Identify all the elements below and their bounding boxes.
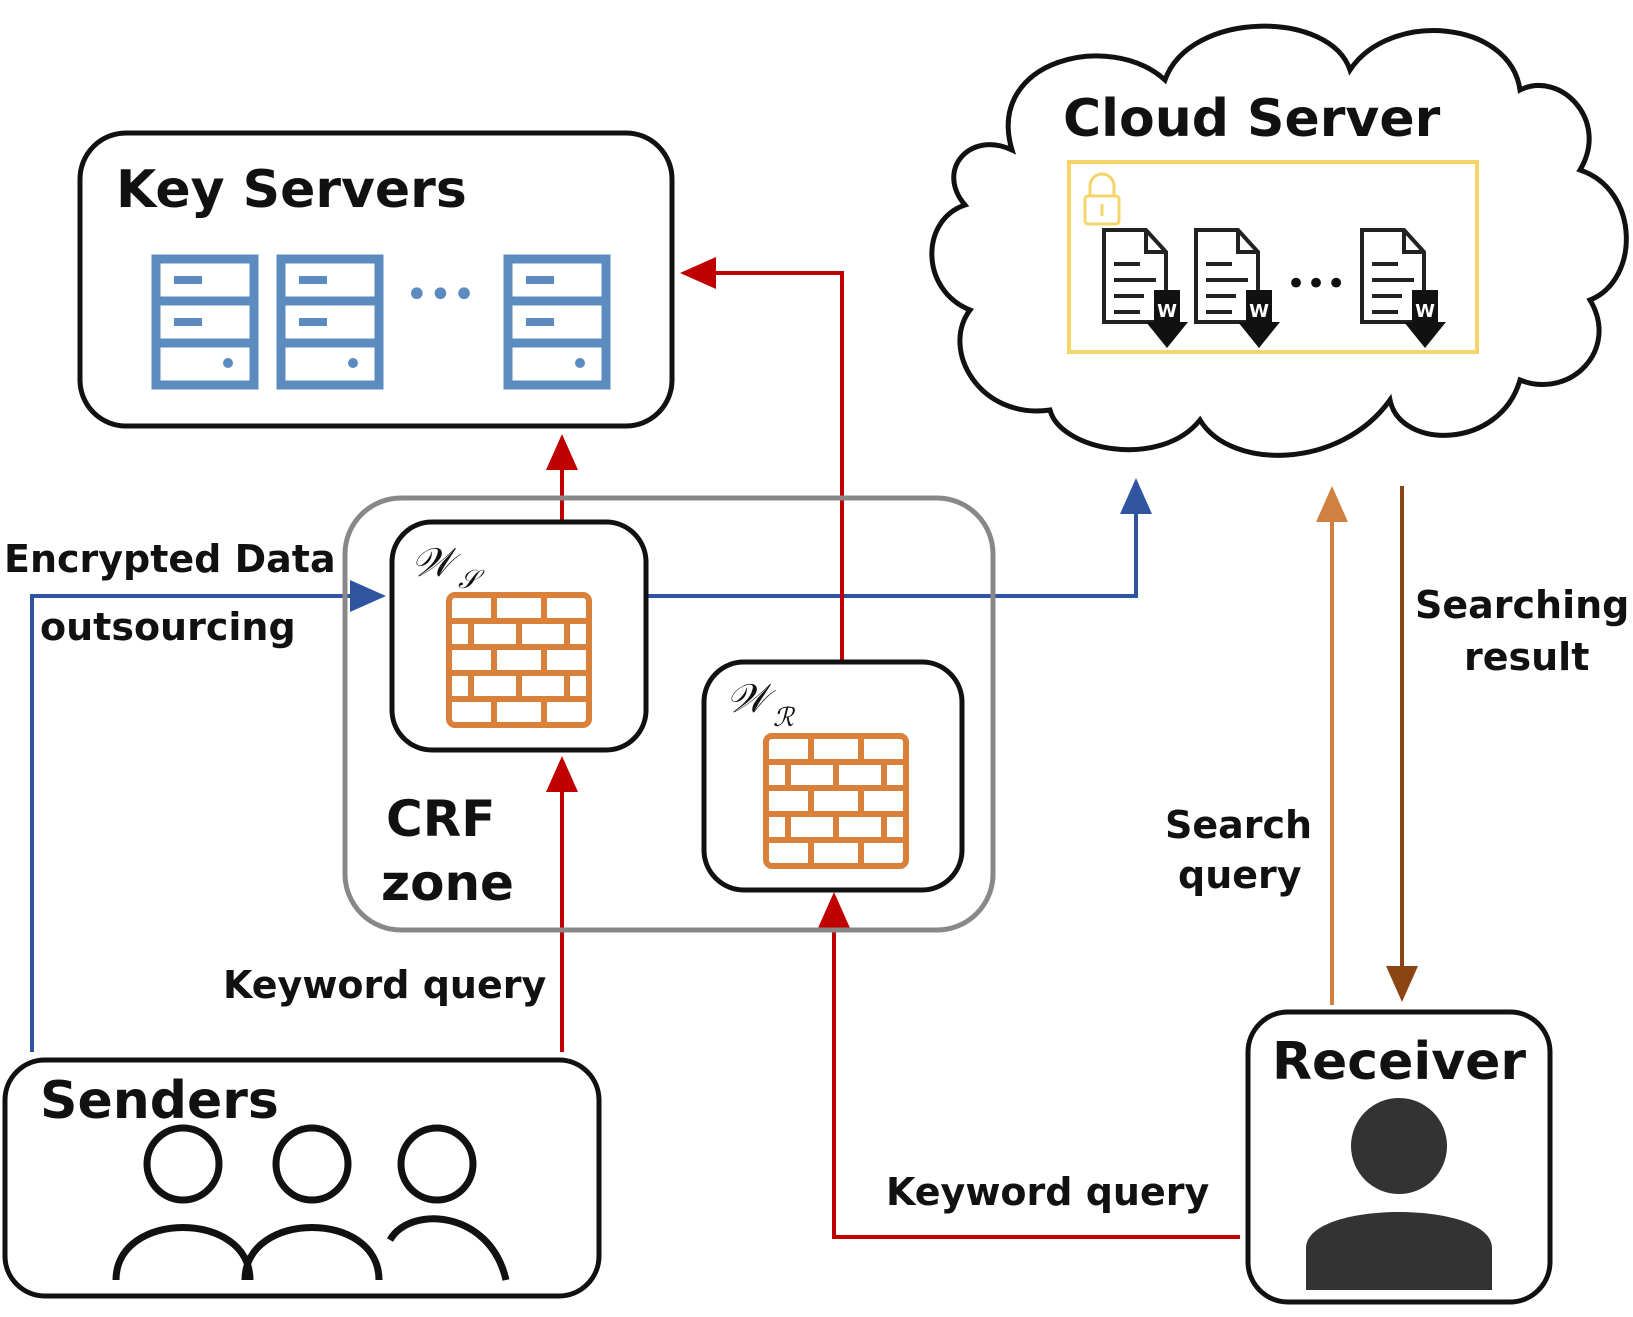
senders-node: Senders xyxy=(2,1057,602,1299)
doc-badge: W xyxy=(1249,301,1269,322)
arrow-wr-to-keyservers xyxy=(680,257,844,662)
key-servers-node: Key Servers ••• xyxy=(77,130,675,429)
document-icon: W xyxy=(1102,228,1190,350)
encrypted-data-label-line1: Encrypted Data xyxy=(4,537,336,581)
key-servers-title: Key Servers xyxy=(116,160,467,220)
person-icon xyxy=(386,1124,510,1281)
crf-zone-label-line2: zone xyxy=(381,854,514,912)
receiver-title: Receiver xyxy=(1272,1032,1526,1092)
keyword-query-receiver-label: Keyword query xyxy=(886,1170,1209,1214)
server-ellipsis: ••• xyxy=(405,272,476,318)
searching-result-label-line1: Searching xyxy=(1415,583,1629,627)
arrow-ws-to-cloud xyxy=(648,478,1152,598)
senders-title: Senders xyxy=(40,1071,279,1131)
person-icon xyxy=(1306,1098,1492,1290)
person-icon xyxy=(112,1124,254,1281)
crf-zone-label-line1: CRF xyxy=(386,790,495,848)
doc-badge: W xyxy=(1415,301,1435,322)
searching-result-label-line2: result xyxy=(1464,635,1589,679)
arrow-senders-to-ws xyxy=(30,580,386,1052)
person-icon xyxy=(241,1124,383,1281)
wr-subscript: ℛ xyxy=(773,703,796,733)
receiver-node: Receiver xyxy=(1245,1009,1553,1305)
search-query-label-line2: query xyxy=(1178,853,1302,897)
lock-icon xyxy=(1083,172,1121,226)
document-icon: W xyxy=(1360,228,1448,350)
encrypted-storage-box xyxy=(1067,160,1479,354)
ws-node: 𝒲 𝒮 xyxy=(389,519,649,753)
keyword-query-sender-label: Keyword query xyxy=(223,963,546,1007)
encrypted-data-label-line2: outsourcing xyxy=(40,605,296,649)
cloud-server-title: Cloud Server xyxy=(1063,89,1441,149)
wr-node: 𝒲 ℛ xyxy=(701,659,965,893)
cloud-icon xyxy=(929,23,1629,458)
document-icon: W xyxy=(1194,228,1282,350)
doc-badge: W xyxy=(1157,301,1177,322)
arrow-receiver-to-wr xyxy=(818,892,1240,1239)
search-query-label-line1: Search xyxy=(1165,803,1312,847)
cloud-server-node: Cloud Server W W ••• W xyxy=(929,23,1629,458)
docs-ellipsis: ••• xyxy=(1286,264,1346,304)
crf-zone: CRF zone xyxy=(342,495,996,933)
